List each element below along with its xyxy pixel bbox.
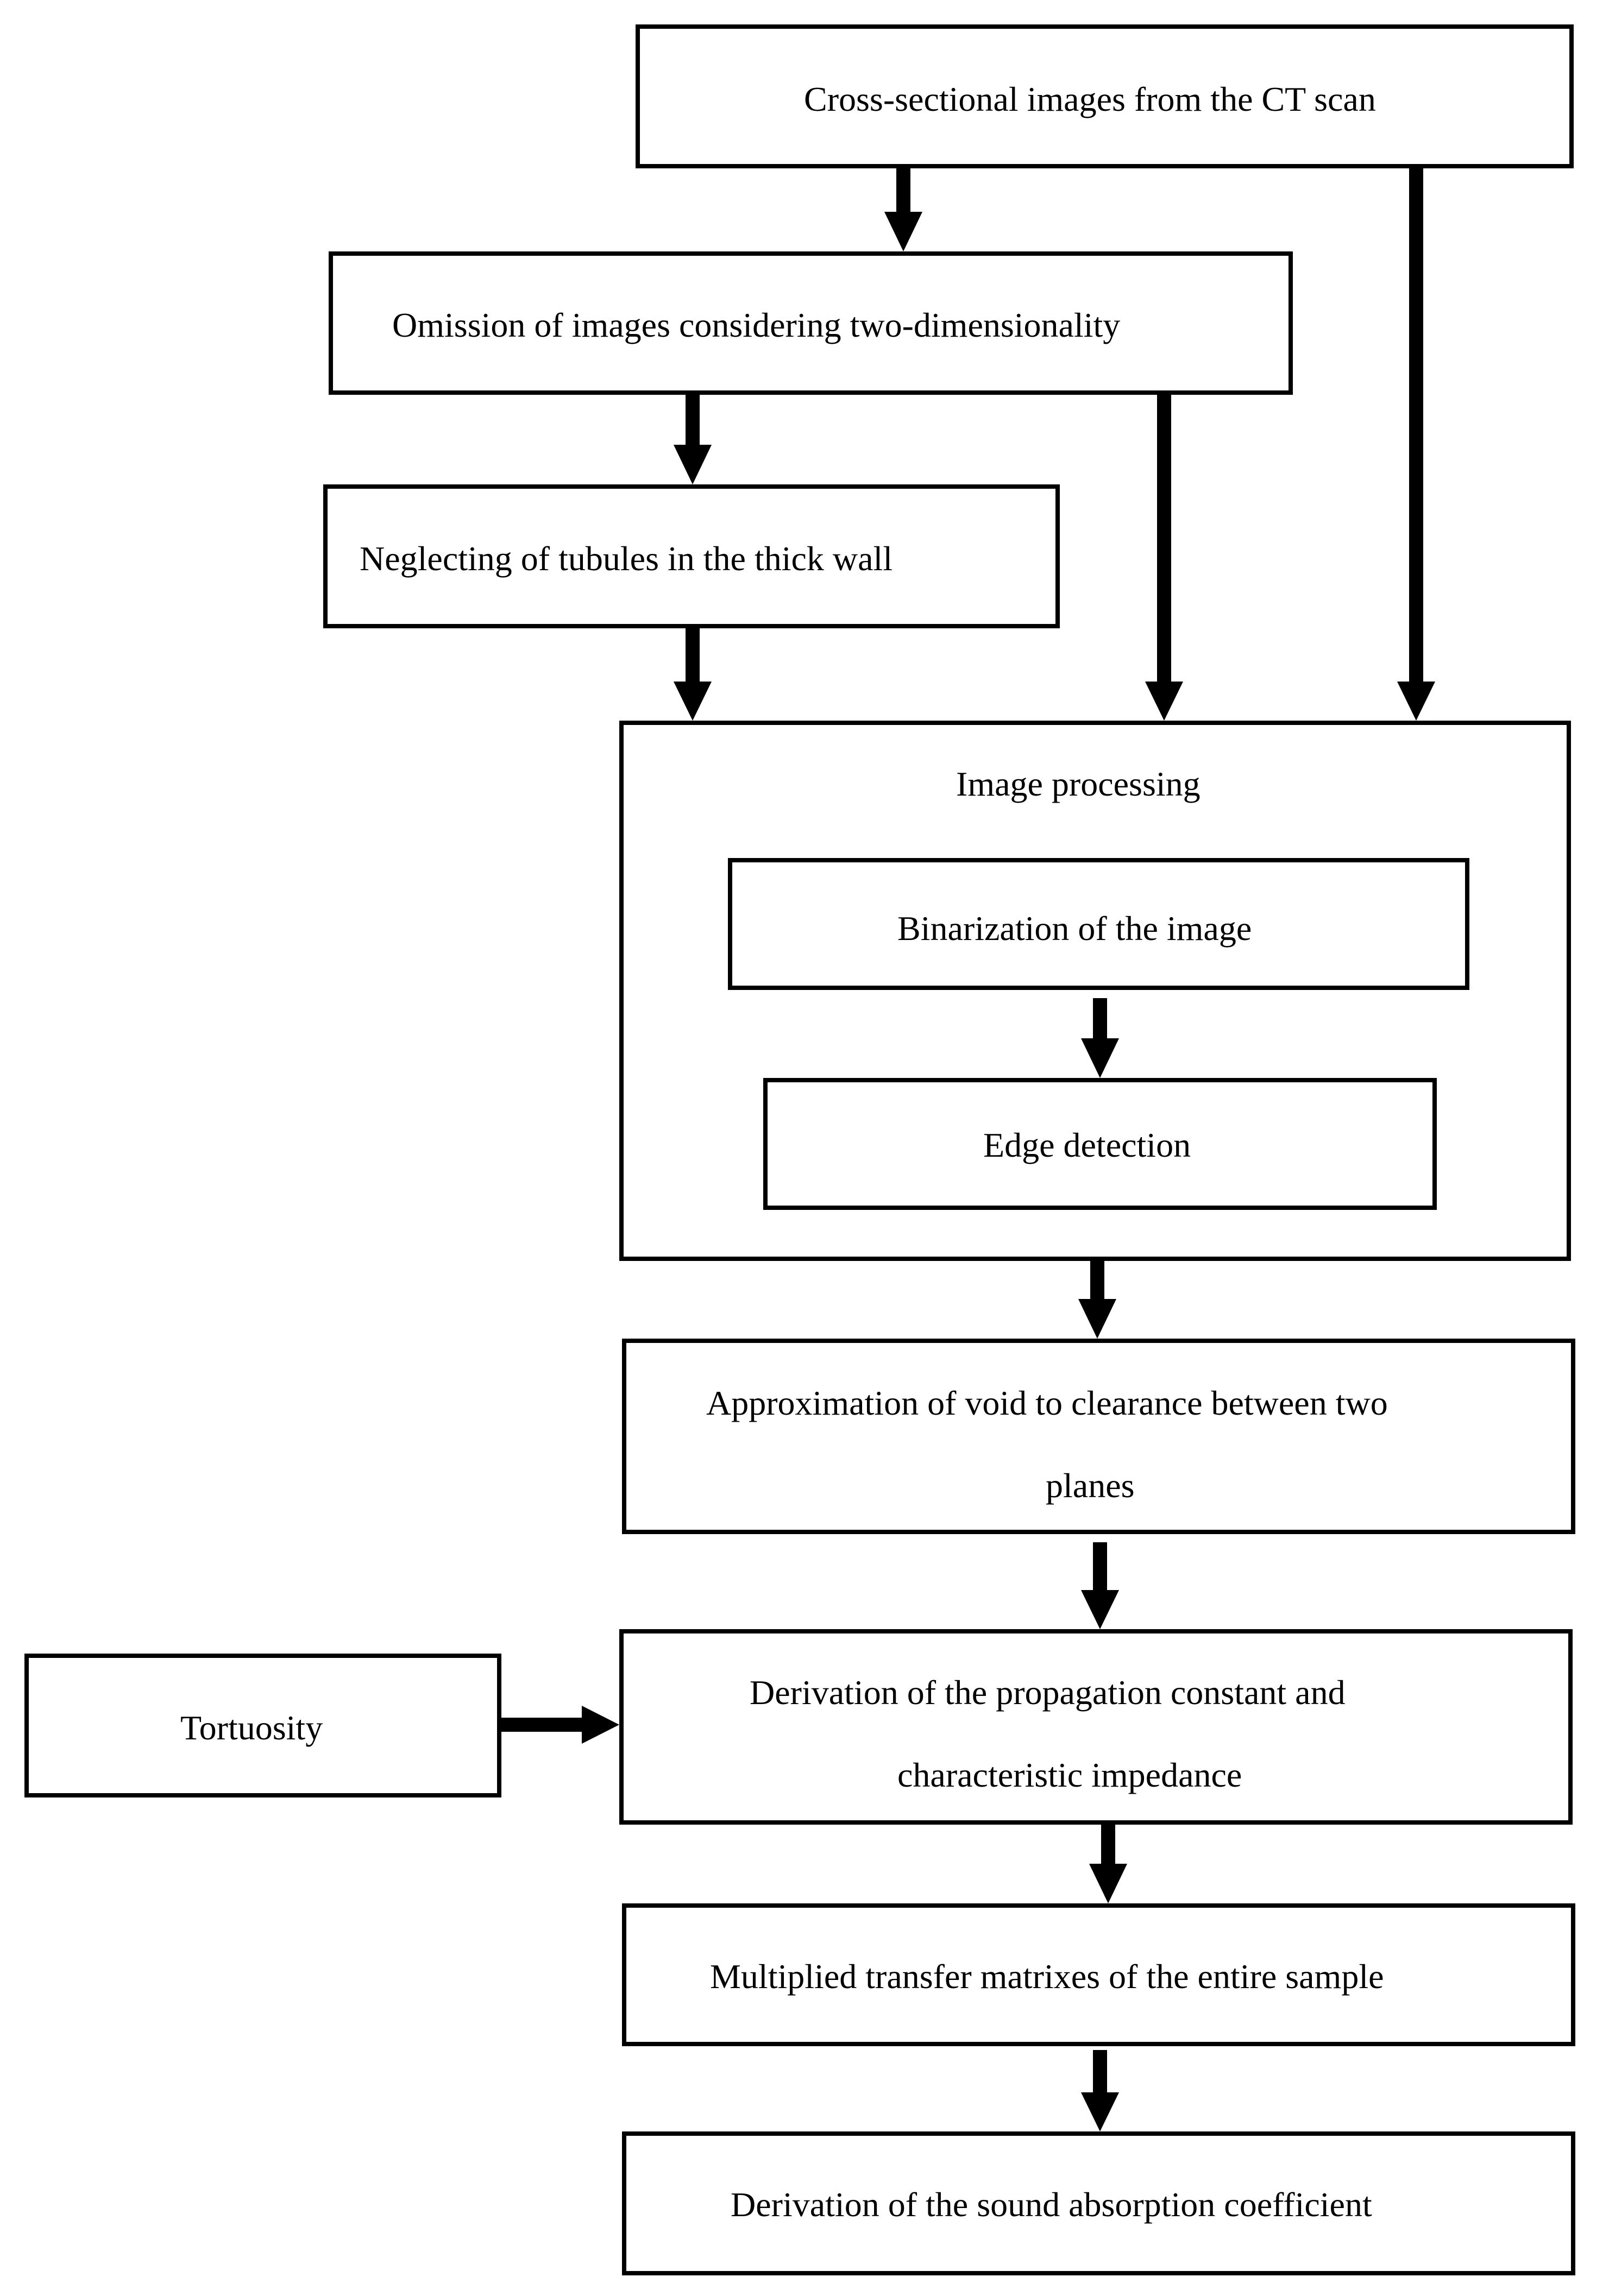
approximation-box [622, 1339, 1575, 1534]
arrow-derivation-to-multiplied [1089, 1825, 1127, 1903]
neglecting-box [323, 484, 1060, 628]
arrow-omission-to-neglecting [674, 395, 712, 484]
omission-box [329, 251, 1293, 395]
arrow-ct-to-image-processing [1397, 168, 1435, 721]
arrow-omission-to-image-processing [1145, 395, 1183, 721]
multiplied-box [622, 1903, 1575, 2046]
neglecting-label: Neglecting of tubules in the thick wall [360, 539, 893, 578]
binarization-label: Binarization of the image [897, 909, 1252, 948]
derivation-label-line2: characteristic impedance [897, 1756, 1242, 1794]
binarization-box [728, 858, 1469, 990]
arrow-ct-to-omission [884, 168, 922, 251]
absorption-label: Derivation of the sound absorption coeff… [731, 2185, 1372, 2224]
arrow-binarization-to-edge-detection [1081, 998, 1119, 1078]
arrow-multiplied-to-absorption [1081, 2050, 1119, 2131]
absorption-box [622, 2131, 1575, 2275]
arrow-tortuosity-to-derivation [501, 1706, 619, 1744]
omission-label: Omission of images considering two-dimen… [392, 306, 1121, 344]
ct-scan-label: Cross-sectional images from the CT scan [804, 80, 1376, 118]
ct-scan-box [636, 24, 1574, 168]
approximation-label-line1: Approximation of void to clearance betwe… [706, 1384, 1388, 1422]
tortuosity-label: Tortuosity [180, 1708, 323, 1747]
edge-detection-label: Edge detection [983, 1126, 1191, 1164]
arrow-image-processing-to-approximation [1078, 1261, 1116, 1339]
arrow-approximation-to-derivation [1081, 1542, 1119, 1629]
image-processing-label: Image processing [956, 765, 1201, 803]
derivation-box [619, 1629, 1573, 1825]
arrow-neglecting-to-image-processing [674, 628, 712, 721]
multiplied-label: Multiplied transfer matrixes of the enti… [710, 1957, 1384, 1996]
derivation-label-line1: Derivation of the propagation constant a… [750, 1673, 1346, 1712]
approximation-label-line2: planes [1046, 1466, 1135, 1505]
edge-detection-box [763, 1078, 1437, 1210]
tortuosity-box [24, 1654, 501, 1797]
